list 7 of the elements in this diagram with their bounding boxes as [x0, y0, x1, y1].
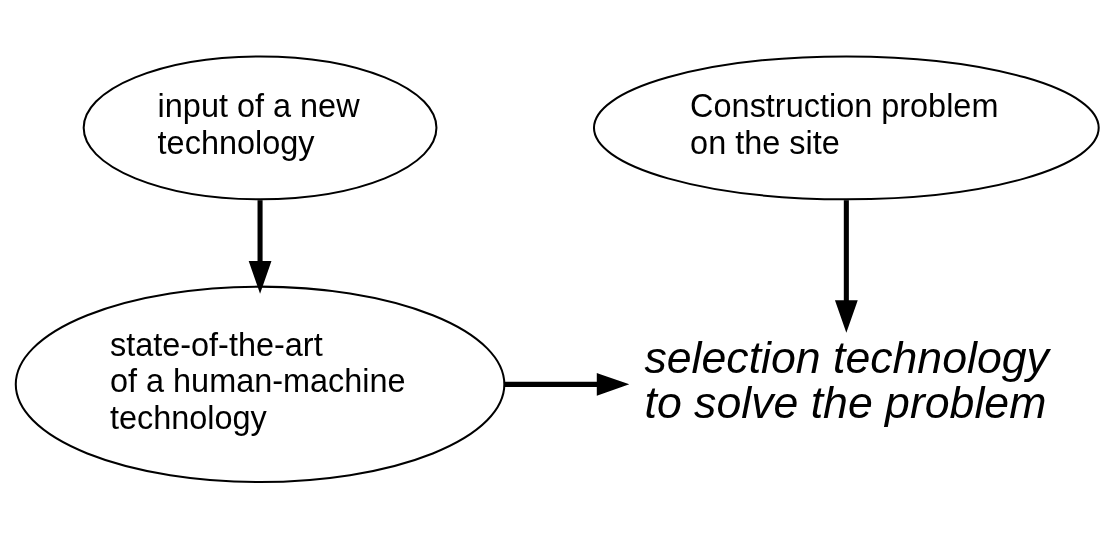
node-ellipse: input of a new technology — [82, 54, 438, 200]
node-text: selection technology to solve the problem — [644, 332, 1049, 427]
arrow — [834, 199, 858, 333]
node-ellipse: Construction problem on the site — [592, 54, 1100, 200]
node-ellipse: state-of-the-art of a human-machine technology — [14, 285, 506, 483]
arrow — [248, 199, 272, 294]
arrow — [503, 372, 630, 396]
